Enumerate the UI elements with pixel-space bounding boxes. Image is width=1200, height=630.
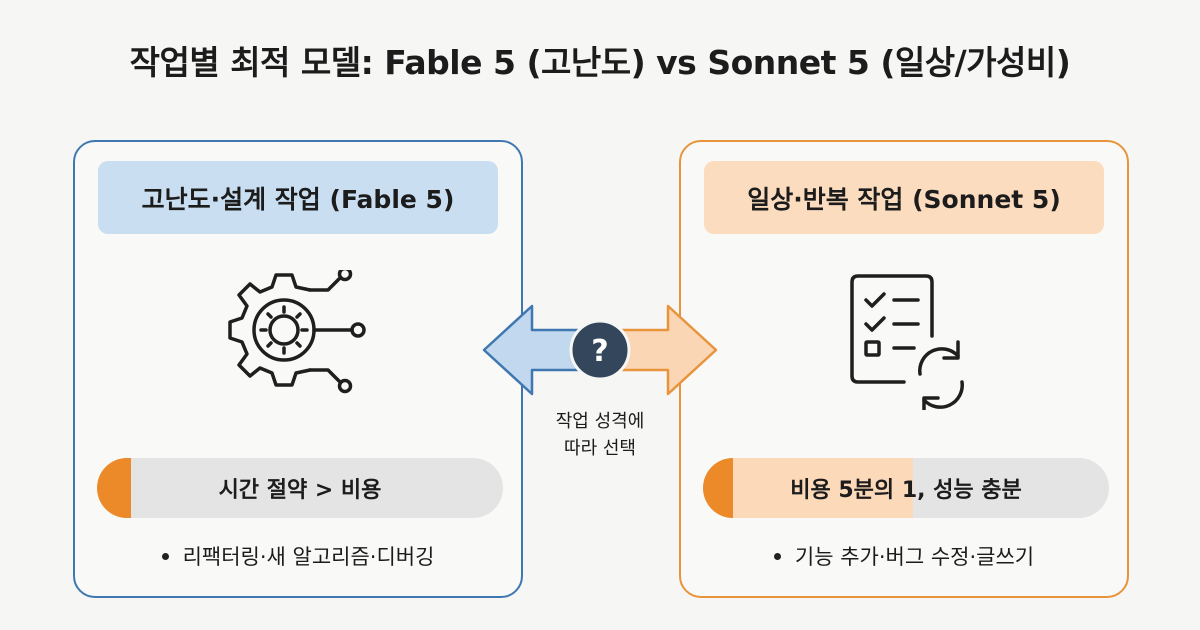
bullet-dot xyxy=(773,552,781,560)
choice-arrows: ? xyxy=(482,304,718,396)
bullet-dot xyxy=(161,552,169,560)
sonnet-card: 일상·반복 작업 (Sonnet 5) 비용 5분의 1, 성능 충분 xyxy=(679,140,1129,598)
sonnet-use-cases-text: 기능 추가·버그 수정·글쓰기 xyxy=(794,545,1035,569)
fable-use-cases-text: 리팩터링·새 알고리즘·디버깅 xyxy=(182,545,435,569)
center-caption-line2: 따라 선택 xyxy=(564,438,636,459)
center-caption-line1: 작업 성격에 xyxy=(555,411,645,432)
gear-network-icon xyxy=(228,270,366,394)
fable-card-heading: 고난도·설계 작업 (Fable 5) xyxy=(98,161,498,234)
checklist-refresh-icon xyxy=(850,274,964,410)
center-caption: 작업 성격에 따라 선택 xyxy=(520,408,680,462)
fable-use-cases: 리팩터링·새 알고리즘·디버깅 xyxy=(75,541,521,571)
fable-priority-label: 시간 절약 > 비용 xyxy=(218,478,382,503)
question-icon xyxy=(569,319,631,381)
sonnet-priority-label: 비용 5분의 1, 성능 충분 xyxy=(790,478,1022,503)
fable-card: 고난도·설계 작업 (Fable 5) 시간 절약 > 비용 xyxy=(73,140,523,598)
fable-priority-bar: 시간 절약 > 비용 xyxy=(97,458,503,518)
sonnet-use-cases: 기능 추가·버그 수정·글쓰기 xyxy=(681,541,1127,571)
question-mark: ? xyxy=(591,334,608,369)
sonnet-card-heading: 일상·반복 작업 (Sonnet 5) xyxy=(704,161,1104,234)
page-title: 작업별 최적 모델: Fable 5 (고난도) vs Sonnet 5 (일상… xyxy=(129,43,1071,82)
sonnet-priority-bar: 비용 5분의 1, 성능 충분 xyxy=(703,458,1109,518)
